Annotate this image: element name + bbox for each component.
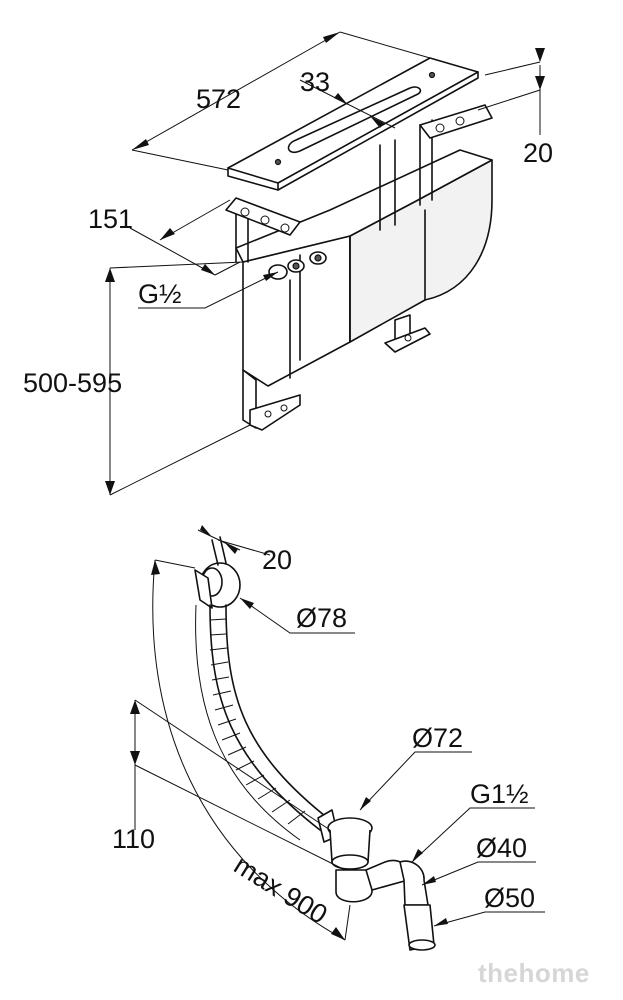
outlet-diameter-2-label: Ø50 — [484, 883, 535, 913]
mounting-box-drawing — [225, 57, 493, 431]
offset-label: 151 — [88, 204, 133, 234]
thread-label-top: G½ — [138, 279, 182, 309]
drain-diameter-label: Ø72 — [412, 723, 463, 753]
watermark-logo: thehome — [478, 958, 590, 988]
slot-width-label: 33 — [300, 67, 330, 97]
depth-label-top: 20 — [523, 138, 553, 168]
outlet-diameter-1-label: Ø40 — [476, 833, 527, 863]
width-label: 572 — [196, 84, 241, 114]
depth-label-bottom: 20 — [262, 545, 292, 575]
height-label-bottom: 110 — [112, 824, 155, 854]
thread-label-bottom: G1½ — [470, 779, 529, 809]
top-dimension-lines — [105, 31, 545, 496]
height-label-top: 500-595 — [23, 368, 122, 398]
bottom-dimension-lines — [130, 525, 545, 941]
length-label: max 900 — [229, 850, 333, 930]
drain-set-drawing — [194, 536, 436, 951]
overflow-diameter-label: Ø78 — [296, 603, 347, 633]
